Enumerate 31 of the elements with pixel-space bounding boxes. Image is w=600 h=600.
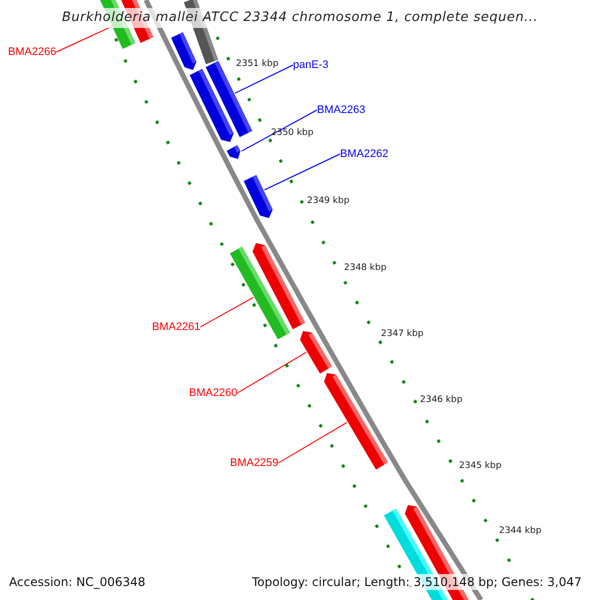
leader-line — [200, 296, 254, 328]
gene-feature — [244, 175, 273, 218]
leader-line — [236, 352, 307, 394]
accession-text: Accession: NC_006348 — [9, 574, 146, 590]
gene-label: BMA2259 — [230, 456, 278, 470]
leader-line — [264, 154, 340, 190]
gene-feature — [171, 32, 196, 70]
gene-feature — [190, 68, 234, 142]
tick-label: 2344 kbp — [499, 526, 542, 537]
tick-label: 2347 kbp — [381, 329, 424, 340]
tick-label: 2351 kbp — [236, 59, 278, 70]
gene-label: panE-3 — [293, 58, 328, 72]
gene-label: BMA2266 — [8, 45, 56, 59]
leader-line — [234, 64, 294, 94]
genome-info-text: Topology: circular; Length: 3,510,148 bp; Genes: 3,047 — [252, 574, 582, 590]
gene-label: BMA2263 — [317, 103, 366, 117]
tick-label: 2350 kbp — [271, 128, 314, 139]
gene-label: BMA2261 — [152, 320, 200, 334]
tick-label: 2345 kbp — [459, 461, 502, 472]
leader-line — [241, 110, 318, 152]
leader-line — [56, 26, 112, 52]
gene-feature — [300, 331, 332, 374]
tick-label: 2348 kbp — [344, 263, 386, 274]
gene-feature — [226, 145, 240, 159]
tick-label: 2346 kbp — [420, 395, 462, 406]
gene-feature — [324, 373, 388, 470]
gene-feature — [230, 246, 290, 340]
tick-label: 2349 kbp — [307, 196, 350, 207]
gene-label: BMA2260 — [189, 386, 238, 400]
leader-line — [278, 422, 348, 464]
gene-label: BMA2262 — [340, 147, 388, 161]
